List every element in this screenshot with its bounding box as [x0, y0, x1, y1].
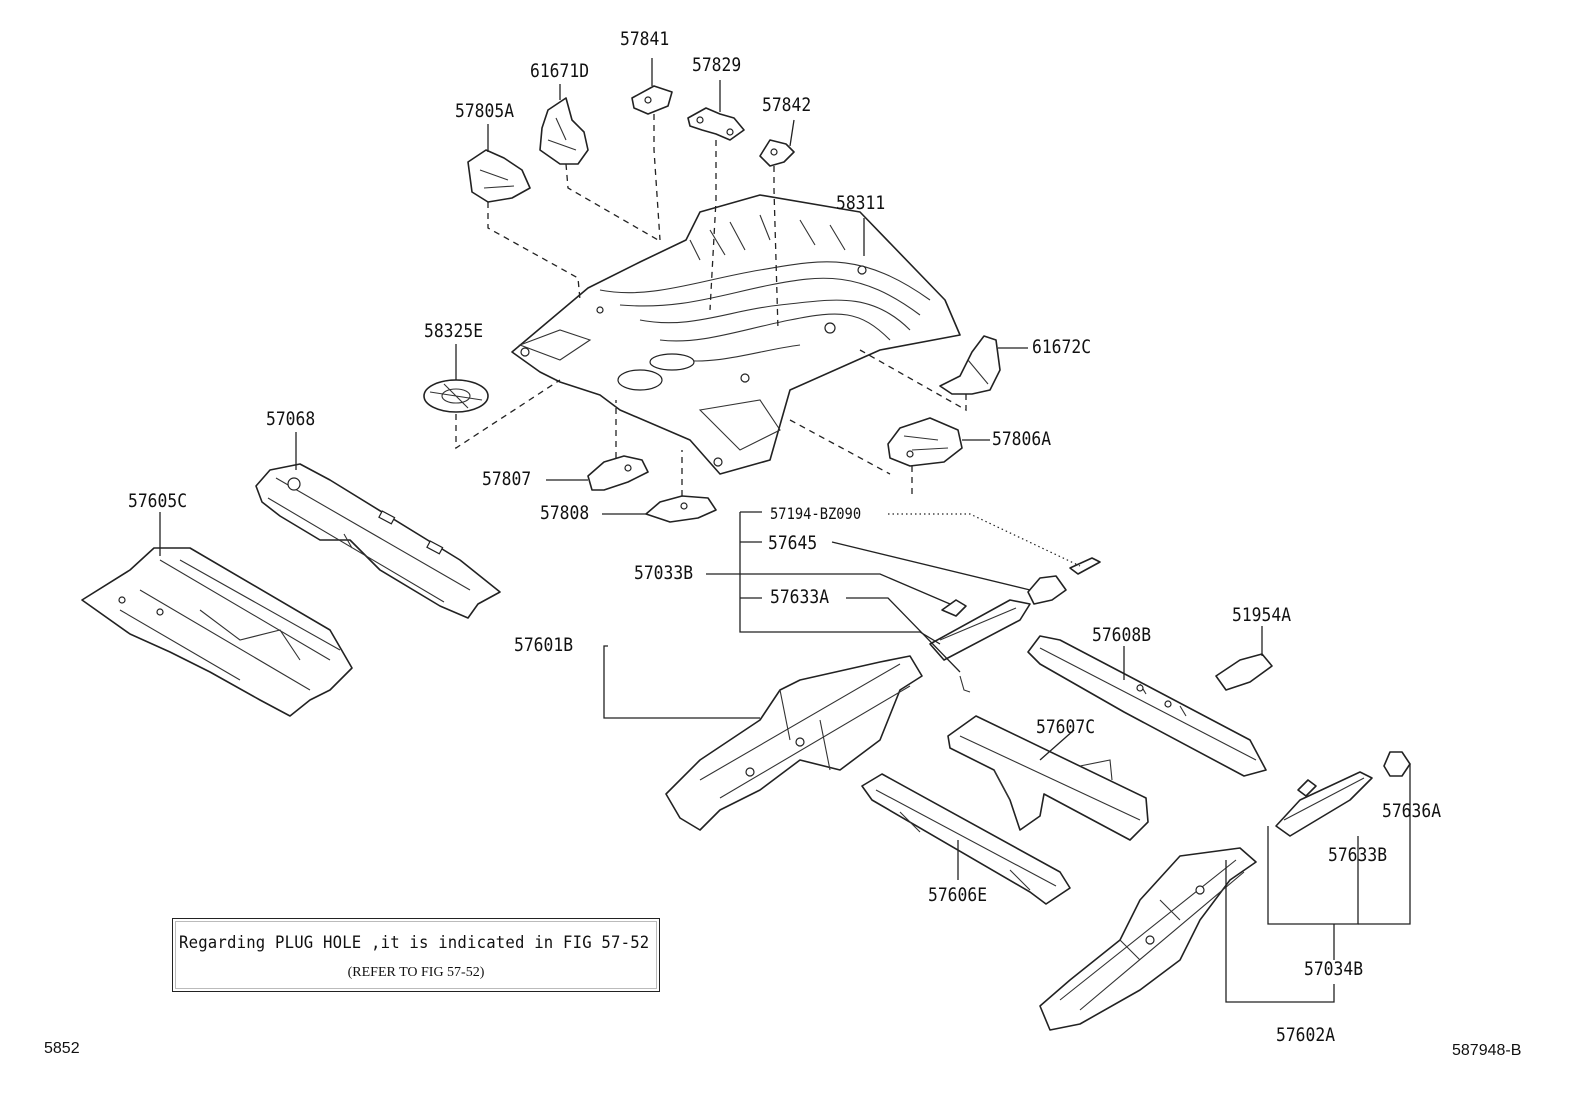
bracket-57645[interactable]: [1027, 575, 1067, 605]
note-line-2: (REFER TO FIG 57-52): [347, 965, 485, 980]
member-57068[interactable]: [255, 463, 501, 619]
part-label-61671D: 61671D: [530, 60, 590, 82]
floor-pan-58311[interactable]: [511, 194, 961, 475]
bracket-57807[interactable]: [587, 455, 649, 491]
part-label-57842: 57842: [762, 94, 812, 116]
part-label-57841: 57841: [620, 28, 670, 50]
plug-hole-note: Regarding PLUG HOLE ,it is indicated in …: [172, 918, 660, 992]
part-label-61672C: 61672C: [1032, 336, 1092, 358]
part-label-57602A: 57602A: [1276, 1024, 1336, 1046]
bracket-57808[interactable]: [645, 495, 717, 523]
figure-number: 5852: [44, 1040, 80, 1057]
part-label-51954A: 51954A: [1232, 604, 1292, 626]
bracket-57841[interactable]: [631, 85, 673, 115]
member-57608B[interactable]: [1027, 635, 1267, 777]
part-label-57605C: 57605C: [128, 490, 188, 512]
plug-58325E[interactable]: [423, 379, 489, 413]
part-label-58311: 58311: [836, 192, 886, 214]
part-label-57807: 57807: [482, 468, 532, 490]
part-label-57633A: 57633A: [770, 586, 830, 608]
part-label-57806A: 57806A: [992, 428, 1052, 450]
crossmember-57606E[interactable]: [861, 773, 1071, 905]
part-label-57808: 57808: [540, 502, 590, 524]
note-line-1: Regarding PLUG HOLE ,it is indicated in …: [179, 933, 650, 953]
drawing-reference: 587948-B: [1452, 1042, 1522, 1059]
bracket-57633A[interactable]: [929, 599, 1031, 693]
bracket-51954A[interactable]: [1215, 653, 1273, 691]
part-label-58325E: 58325E: [424, 320, 484, 342]
part-label-57805A: 57805A: [455, 100, 515, 122]
clip-57194-BZ090[interactable]: [1069, 557, 1101, 575]
bracket-57805A[interactable]: [467, 149, 531, 203]
part-label-57033B: 57033B: [634, 562, 694, 584]
part-label-57608B: 57608B: [1092, 624, 1152, 646]
bracket-57806A[interactable]: [887, 417, 963, 467]
part-label-57645: 57645: [768, 532, 818, 554]
bracket-61671D[interactable]: [539, 97, 589, 165]
crossmember-57607C[interactable]: [947, 715, 1149, 841]
part-label-57633B: 57633B: [1328, 844, 1388, 866]
part-label-57829: 57829: [692, 54, 742, 76]
part-label-57607C: 57607C: [1036, 716, 1096, 738]
part-label-57194-BZ090: 57194-BZ090: [770, 504, 862, 523]
part-label-57636A: 57636A: [1382, 800, 1442, 822]
bracket-57842[interactable]: [759, 139, 795, 167]
bracket-57633B[interactable]: [1275, 771, 1373, 837]
frame-57601B[interactable]: [665, 655, 923, 831]
bracket-57636A[interactable]: [1383, 751, 1411, 777]
part-label-57606E: 57606E: [928, 884, 988, 906]
part-label-57034B: 57034B: [1304, 958, 1364, 980]
part-label-57601B: 57601B: [514, 634, 574, 656]
frame-57602A[interactable]: [1039, 847, 1257, 1031]
floor-57605C[interactable]: [81, 547, 353, 717]
bracket-57829[interactable]: [687, 107, 745, 141]
part-label-57068: 57068: [266, 408, 316, 430]
bracket-61672C[interactable]: [939, 335, 1001, 395]
